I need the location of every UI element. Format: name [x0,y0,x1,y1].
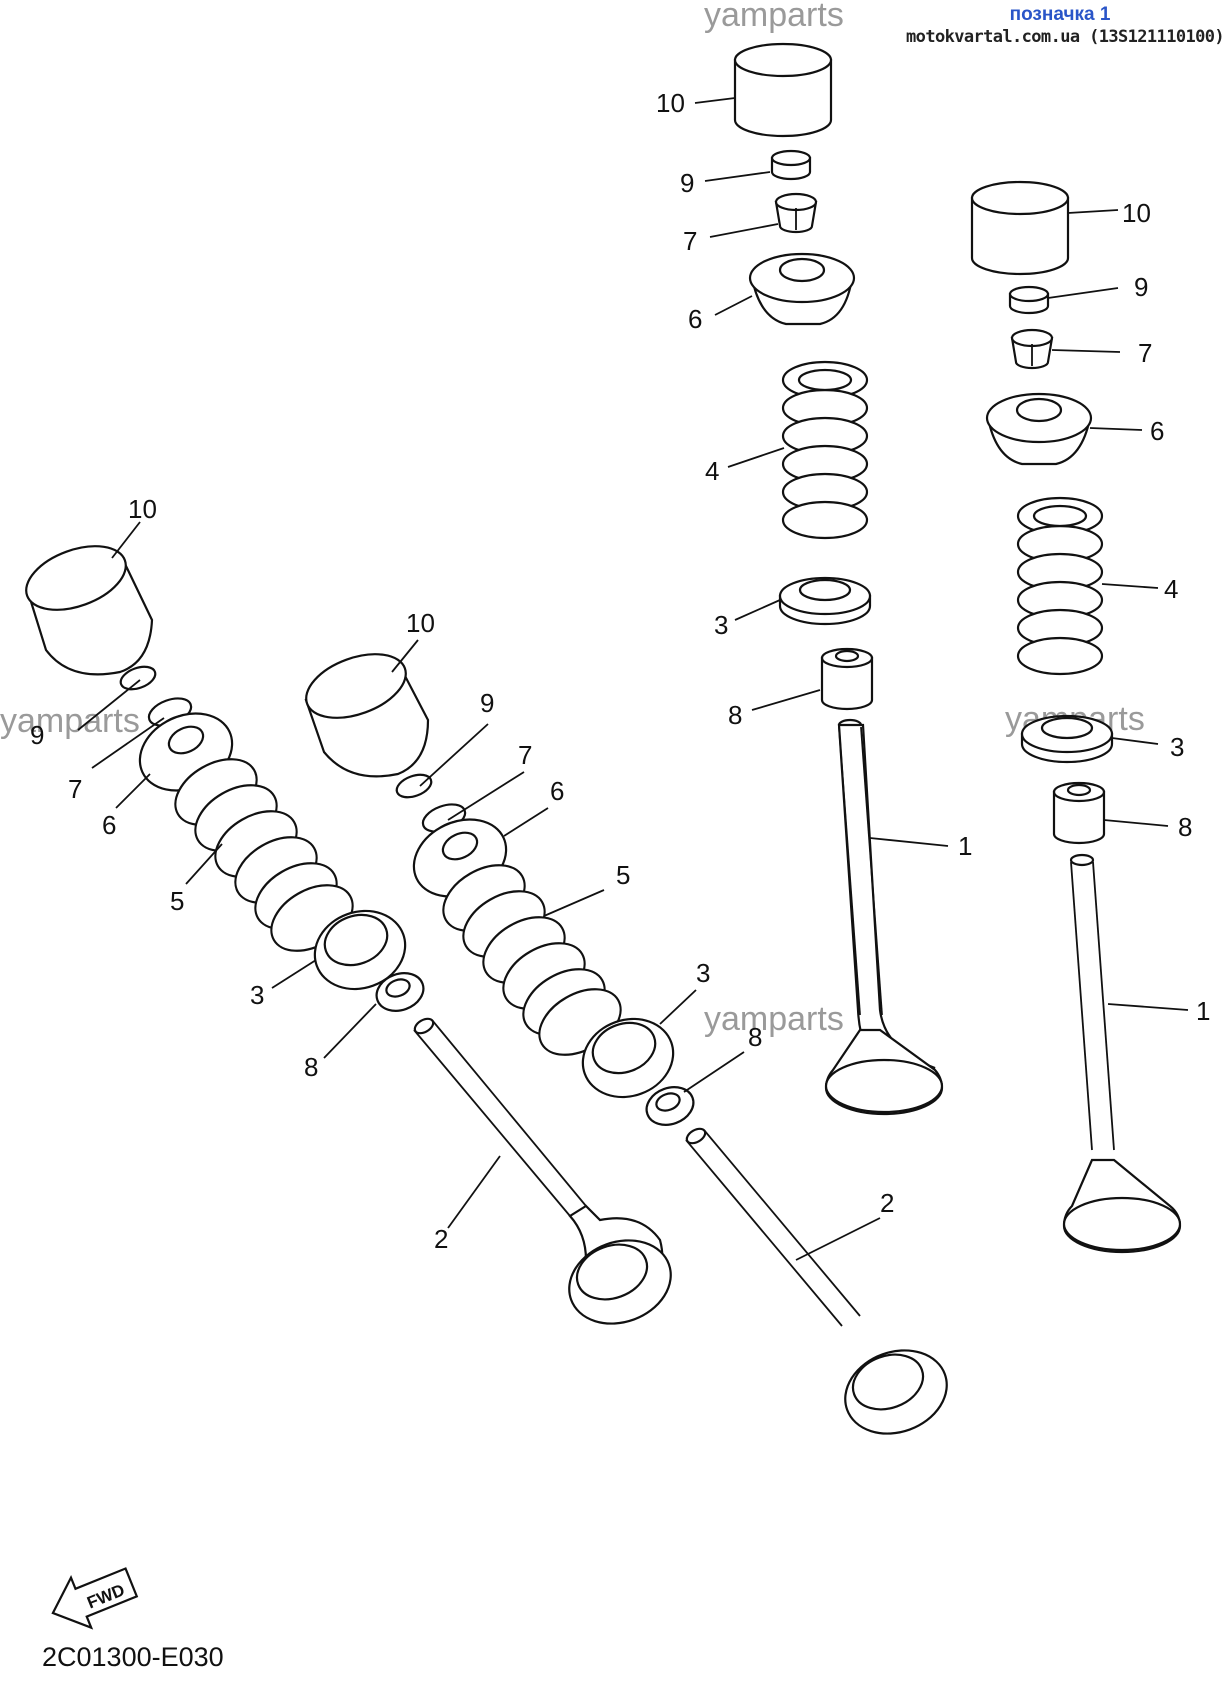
label-6-right-1: 6 [688,304,702,334]
watermark-top: yamparts [704,0,844,34]
valve-spring-4b [1016,496,1104,676]
shim-9a [770,149,812,181]
header-site: motokvartal.com.ua (13S121110100) [906,27,1225,47]
label-6-left-1: 6 [102,810,116,840]
valve-lifter-10d [304,653,430,778]
label-9-left-2: 9 [480,688,494,718]
callout-labels: 10 9 7 6 4 3 8 1 10 9 7 6 4 3 8 1 10 9 7… [30,88,1210,1254]
label-7-right-1: 7 [683,226,697,256]
valve-lifter-10b [970,180,1070,276]
valve-stack-left-2 [304,653,948,1435]
valve-spring-4a [781,360,869,540]
shim-9d [395,773,433,799]
label-5-left-1: 5 [170,886,184,916]
label-8-right-2: 8 [1178,812,1192,842]
spring-retainer-6a [748,252,856,326]
label-7-left-1: 7 [68,774,82,804]
valve-1a [824,718,944,1116]
header-title: позначка 1 [1009,4,1111,25]
label-9-right-1: 9 [680,168,694,198]
spring-seat-3c [313,909,407,991]
label-6-left-2: 6 [550,776,564,806]
label-6-right-2: 6 [1150,416,1164,446]
spring-retainer-6b [985,392,1093,466]
label-8-left-2: 8 [748,1022,762,1052]
diagram-code: 2C01300-E030 [42,1642,224,1672]
valve-stack-left-1 [25,545,672,1325]
label-10-left-1: 10 [128,494,157,524]
stem-seal-8d [645,1086,695,1126]
spring-seat-3d [581,1017,675,1099]
label-10-left-2: 10 [406,608,435,638]
label-1-right-2: 1 [1196,996,1210,1026]
label-8-right-1: 8 [728,700,742,730]
label-3-left-2: 3 [696,958,710,988]
label-8-left-1: 8 [304,1052,318,1082]
label-10-right-2: 10 [1122,198,1151,228]
label-9-right-2: 9 [1134,272,1148,302]
label-3-right-1: 3 [714,610,728,640]
shim-9c [119,665,157,691]
leader-lines [77,97,1189,1261]
valve-2b [685,1127,948,1435]
label-3-right-2: 3 [1170,732,1184,762]
valve-spring-5b [442,864,622,1056]
watermark-left: yamparts [0,702,140,740]
label-3-left-1: 3 [250,980,264,1010]
spring-seat-3a [778,576,872,626]
valve-cotter-7a [774,192,818,234]
spring-seat-3b [1020,714,1114,764]
label-1-right-1: 1 [958,831,972,861]
valve-lifter-10a [733,42,833,138]
label-10-right-1: 10 [656,88,685,118]
label-2-left-1: 2 [434,1224,448,1254]
valve-lifter-10c [25,545,154,676]
label-5-left-2: 5 [616,860,630,890]
label-4-right-1: 4 [705,456,719,486]
shim-9b [1008,285,1050,315]
label-2-left-2: 2 [880,1188,894,1218]
fwd-arrow: FWD [51,1567,139,1630]
label-9-left-1: 9 [30,720,44,750]
watermark-center: yamparts [704,1000,844,1038]
valve-stack-right-2 [970,180,1182,1254]
valve-2a [413,1017,672,1325]
valve-1b [1062,853,1182,1254]
valve-cotter-7b [1010,328,1054,370]
stem-seal-8c [375,972,425,1012]
stem-seal-8b [1052,781,1106,845]
stem-seal-8a [820,647,874,711]
valve-stack-right-1 [733,42,944,1116]
label-4-right-2: 4 [1164,574,1178,604]
label-7-right-2: 7 [1138,338,1152,368]
label-7-left-2: 7 [518,740,532,770]
